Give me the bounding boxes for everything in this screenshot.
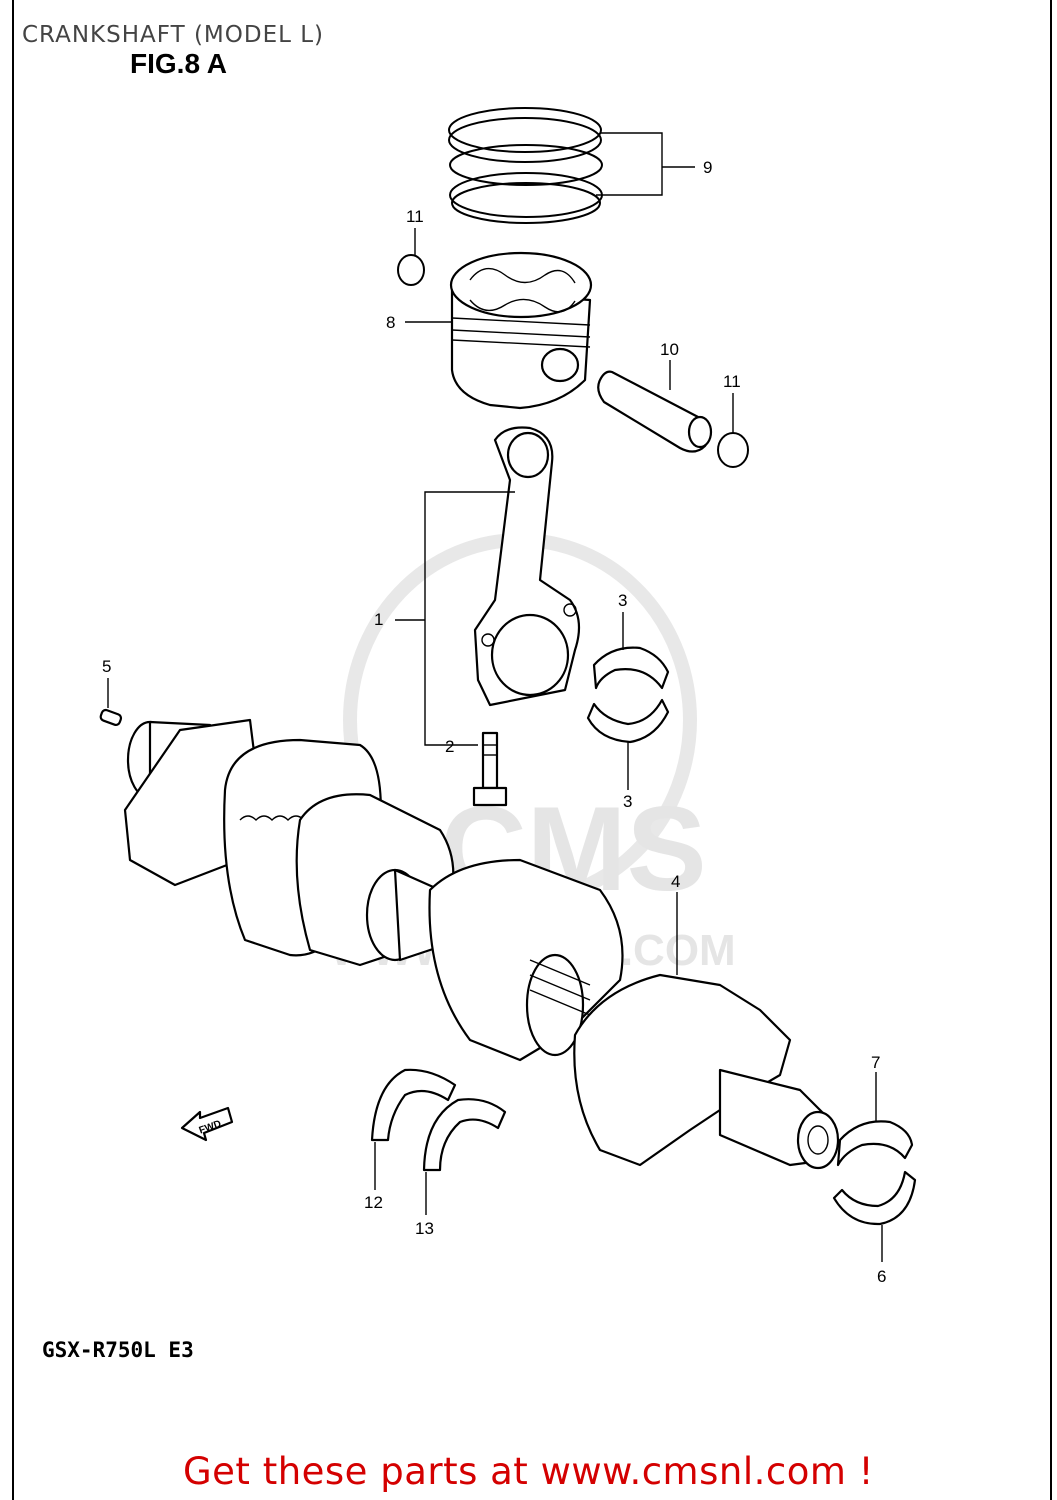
- piston-pin: [597, 370, 713, 453]
- callout-8: 8: [386, 313, 395, 332]
- callout-7: 7: [871, 1053, 880, 1072]
- callout-9: 9: [703, 158, 712, 177]
- callout-1: 1: [374, 610, 383, 629]
- main-bearing-upper: [836, 1120, 914, 1167]
- callout-5: 5: [102, 657, 111, 676]
- callout-12: 12: [364, 1193, 383, 1212]
- page-title: CRANKSHAFT (MODEL L): [22, 22, 325, 48]
- figure-number: FIG.8 A: [130, 48, 227, 79]
- callout-4: 4: [671, 872, 680, 891]
- connecting-rod: [473, 426, 581, 707]
- callout-3-top: 3: [618, 591, 627, 610]
- thrust-bearing-left: [370, 1068, 457, 1142]
- forward-direction-marker: FWD: [180, 1106, 234, 1142]
- callout-10: 10: [660, 340, 679, 359]
- page-frame: [12, 0, 1052, 1500]
- rod-bearing-upper: [592, 646, 670, 690]
- callout-6: 6: [877, 1267, 886, 1286]
- main-bearing-lower: [832, 1170, 917, 1226]
- circlip-left: [397, 254, 425, 286]
- callout-11-left: 11: [406, 207, 424, 226]
- piston: [449, 251, 593, 410]
- dowel-pin: [99, 708, 123, 727]
- rod-bearing-lower: [586, 698, 670, 744]
- crankshaft: [123, 718, 840, 1170]
- callout-3-bottom: 3: [623, 792, 632, 811]
- callout-11-right: 11: [723, 372, 741, 391]
- leader-lines: [107, 132, 883, 1262]
- model-code: GSX-R750L E3: [42, 1338, 194, 1362]
- piston-rings: [448, 107, 603, 224]
- callout-numbers: 1 2 3 3 4 5 6 7 8 9 10 11 11 12 13: [102, 158, 886, 1286]
- rod-bolt: [472, 731, 508, 807]
- thrust-bearing-right: [422, 1098, 507, 1172]
- callout-13: 13: [415, 1219, 434, 1238]
- callout-2: 2: [445, 737, 454, 756]
- circlip-right: [717, 432, 749, 468]
- cta-link[interactable]: Get these parts at www.cmsnl.com !: [182, 1450, 874, 1493]
